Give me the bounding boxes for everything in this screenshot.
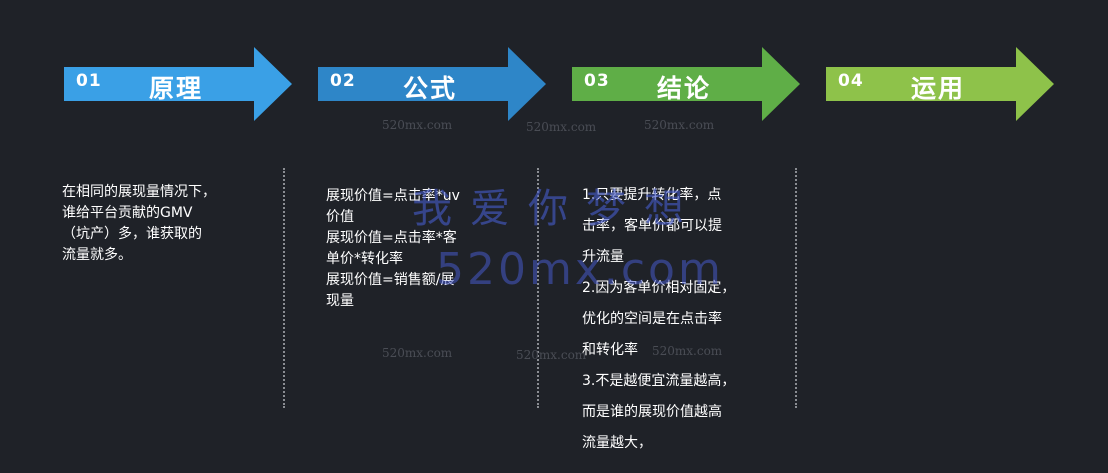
text-line: 流量越大， xyxy=(582,435,652,451)
text-line: 击率，客单价都可以提 xyxy=(582,218,722,234)
step-number: 02 xyxy=(330,71,356,91)
watermark-text: 520mx.com xyxy=(382,118,453,132)
conclusion-text: 1.只要提升转化率，点 击率，客单价都可以提 升流量 2.因为客单价相对固定， … xyxy=(582,180,735,459)
step-arrow-conclusion: 03 结论 xyxy=(572,47,800,121)
arrow-shape xyxy=(826,47,1054,121)
step-arrow-formula: 02 公式 xyxy=(318,47,546,121)
watermark-text: 520mx.com xyxy=(644,118,715,132)
text-line: 价值 xyxy=(326,209,354,225)
text-line: （坑产）多，谁获取的 xyxy=(62,226,202,242)
column-separator xyxy=(283,168,285,408)
text-line: 优化的空间是在点击率 xyxy=(582,311,722,327)
text-line: 而是谁的展现价值越高 xyxy=(582,404,722,420)
column-separator xyxy=(537,168,539,408)
watermark-text: 520mx.com xyxy=(652,344,723,358)
text-line: 和转化率 xyxy=(582,342,638,358)
step-number: 04 xyxy=(838,71,864,91)
text-line: 展现价值=销售额/展 xyxy=(326,272,455,288)
watermark-text: 520mx.com xyxy=(382,346,453,360)
text-line: 2.因为客单价相对固定， xyxy=(582,280,736,296)
step-arrow-principle: 01 原理 xyxy=(64,47,292,121)
column-separator xyxy=(795,168,797,408)
step-title: 公式 xyxy=(402,74,457,103)
watermark-text: 520mx.com xyxy=(526,120,597,134)
step-number: 03 xyxy=(584,71,610,91)
arrow-shape xyxy=(318,47,546,121)
text-line: 在相同的展现量情况下， xyxy=(62,184,216,200)
watermark-text: 520mx.com xyxy=(516,348,587,362)
step-arrow-application: 04 运用 xyxy=(826,47,1054,121)
step-number: 01 xyxy=(76,71,102,91)
formula-text: 展现价值=点击率*uv 价值 展现价值=点击率*客 单价*转化率 展现价值=销售… xyxy=(326,186,460,312)
text-line: 1.只要提升转化率，点 xyxy=(582,187,722,203)
step-title: 运用 xyxy=(910,74,965,103)
watermark-url: 520mx.com xyxy=(436,244,724,295)
watermark-slogan: 我爱你梦想 xyxy=(412,186,702,232)
text-line: 升流量 xyxy=(582,249,624,265)
text-line: 展现价值=点击率*客 xyxy=(326,230,457,246)
text-line: 谁给平台贡献的GMV xyxy=(62,205,193,221)
text-line: 流量就多。 xyxy=(62,247,132,263)
principle-text: 在相同的展现量情况下， 谁给平台贡献的GMV （坑产）多，谁获取的 流量就多。 xyxy=(62,182,216,266)
text-line: 单价*转化率 xyxy=(326,251,403,267)
text-line: 展现价值=点击率*uv xyxy=(326,188,460,204)
arrow-shape xyxy=(572,47,800,121)
step-title: 结论 xyxy=(656,74,711,103)
text-line: 3.不是越便宜流量越高， xyxy=(582,373,736,389)
arrow-shape xyxy=(64,47,292,121)
step-title: 原理 xyxy=(148,74,203,103)
text-line: 现量 xyxy=(326,293,354,309)
